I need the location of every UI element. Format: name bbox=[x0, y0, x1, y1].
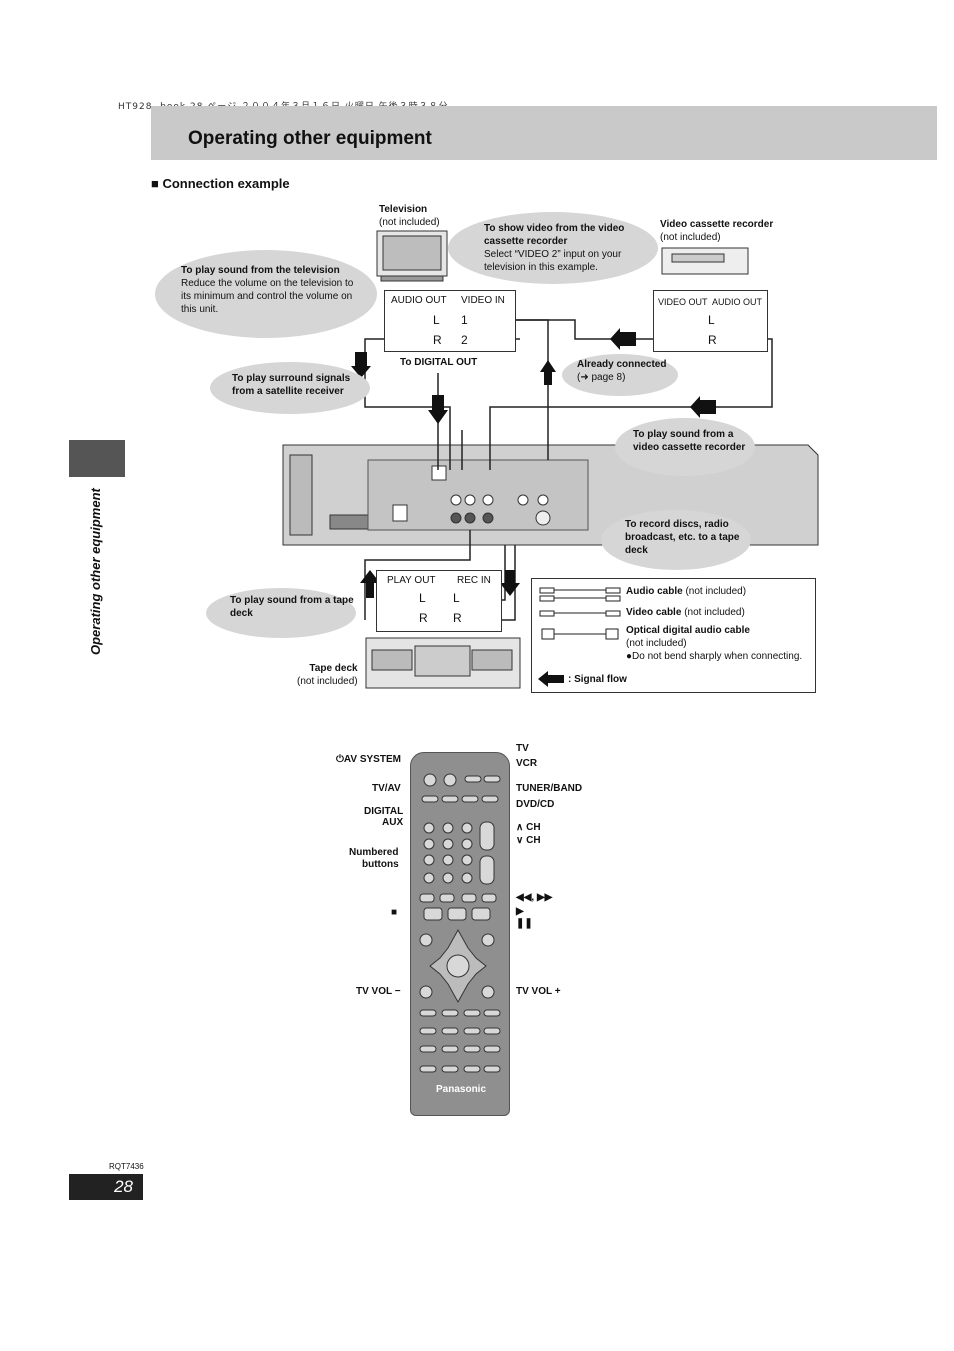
bubble-tape-sound: To play sound from a tape deck bbox=[206, 588, 356, 638]
bubble-record: To record discs, radio broadcast, etc. t… bbox=[601, 510, 751, 570]
page-title: Operating other equipment bbox=[188, 128, 432, 149]
television-label: Television (not included) bbox=[379, 204, 440, 228]
label-buttons: buttons bbox=[362, 859, 399, 870]
tv-input-1-label: 1 bbox=[461, 313, 468, 327]
tv-r-label: R bbox=[433, 333, 442, 347]
vcr-audio-out-label: AUDIO OUT bbox=[712, 297, 763, 307]
vcr-drawing bbox=[661, 247, 749, 275]
label-pause-icon: ❚❚ bbox=[516, 918, 533, 929]
section-heading: ■ Connection example bbox=[151, 176, 290, 191]
label-aux: AUX bbox=[382, 817, 404, 828]
tv-video-in-label: VIDEO IN bbox=[461, 295, 505, 306]
label-tuner-band: TUNER/BAND bbox=[516, 783, 583, 794]
signal-flow-arrow-icon bbox=[538, 671, 564, 687]
bubble-tv-sound: To play sound from the television Reduce… bbox=[155, 250, 377, 338]
tv-connection-panel: AUDIO OUT VIDEO IN L R 1 2 bbox=[384, 290, 516, 352]
tape-r-left-label: R bbox=[419, 611, 428, 625]
label-av-system: ⏻AV SYSTEM bbox=[336, 754, 401, 765]
bubble-vcr-sound: To play sound from a video cassette reco… bbox=[615, 418, 755, 476]
tv-input-2-label: 2 bbox=[461, 333, 468, 347]
tv-audio-out-label: AUDIO OUT bbox=[391, 295, 447, 306]
vcr-l-label: L bbox=[708, 313, 715, 327]
label-vcr: VCR bbox=[516, 758, 538, 769]
cable-legend: Audio cable (not included) Video cable (… bbox=[531, 578, 816, 693]
label-ch-down: ∨ CH bbox=[516, 835, 541, 846]
legend-audio-cable: Audio cable (not included) bbox=[626, 586, 747, 597]
remote-buttons bbox=[419, 773, 501, 1073]
tape-l-right-label: L bbox=[453, 591, 460, 605]
cable-legend-icons bbox=[539, 587, 621, 640]
bubble-surround: To play surround signals from a satellit… bbox=[210, 362, 370, 414]
bubble-already-connected: Already connected (➜ page 8) bbox=[562, 354, 678, 396]
label-skip-icons: ◀◀, ▶▶ bbox=[516, 892, 553, 903]
footer-code: RQT7436 bbox=[109, 1162, 144, 1171]
vcr-label: Video cassette recorder (not included) bbox=[660, 219, 774, 243]
vcr-r-label: R bbox=[708, 333, 717, 347]
signal-flow-arrows bbox=[351, 328, 716, 598]
label-tv-vol-plus: TV VOL + bbox=[516, 986, 561, 997]
vcr-video-out-label: VIDEO OUT bbox=[658, 297, 708, 307]
tape-play-out-label: PLAY OUT bbox=[387, 575, 436, 586]
label-tv: TV bbox=[516, 743, 529, 754]
label-play-icon: ▶ bbox=[516, 906, 524, 917]
tape-deck-drawing bbox=[365, 637, 521, 689]
label-digital: DIGITAL bbox=[364, 806, 404, 817]
tape-deck-label: Tape deck (not included) bbox=[297, 663, 358, 687]
label-tv-vol-minus: TV VOL − bbox=[356, 986, 401, 997]
label-numbered: Numbered bbox=[349, 847, 399, 858]
tape-r-right-label: R bbox=[453, 611, 462, 625]
tape-l-left-label: L bbox=[419, 591, 426, 605]
label-stop-icon: ■ bbox=[391, 907, 398, 918]
label-dvd-cd: DVD/CD bbox=[516, 799, 555, 810]
television-drawing bbox=[376, 230, 448, 282]
legend-video-cable: Video cable (not included) bbox=[626, 607, 745, 618]
bubble-vcr-video: To show video from the video cassette re… bbox=[448, 212, 658, 284]
legend-optical-cable: Optical digital audio cable (not include… bbox=[626, 625, 803, 662]
vcr-connection-panel: VIDEO OUT AUDIO OUT L R bbox=[653, 290, 768, 352]
to-digital-out-label: To DIGITAL OUT bbox=[400, 357, 478, 368]
remote-brand-logo: Panasonic bbox=[436, 1084, 487, 1095]
title-band bbox=[151, 106, 937, 160]
side-tab bbox=[69, 440, 125, 477]
tv-l-label: L bbox=[433, 313, 440, 327]
tape-rec-in-label: REC IN bbox=[457, 575, 491, 586]
tape-connection-panel: PLAY OUT REC IN L R L R bbox=[376, 570, 502, 632]
label-tv-av: TV/AV bbox=[372, 783, 401, 794]
legend-signal-flow: : Signal flow bbox=[568, 674, 627, 685]
label-ch-up: ∧ CH bbox=[516, 822, 541, 833]
page-number: 28 bbox=[69, 1174, 143, 1200]
